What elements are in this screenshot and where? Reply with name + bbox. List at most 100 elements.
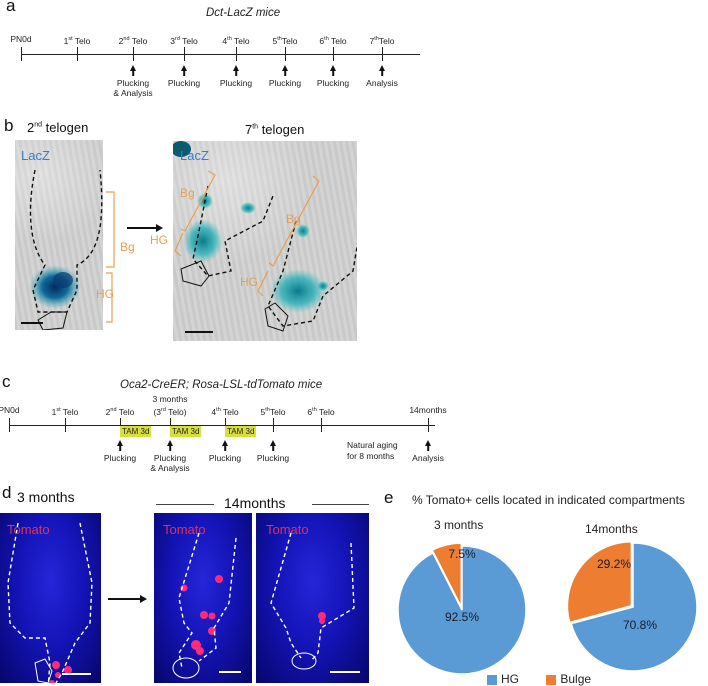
timeline-point-label: 4th Telo	[222, 35, 250, 46]
b-left-title: 2nd telogen	[27, 120, 89, 135]
arrow-stem	[284, 71, 286, 76]
timeline-action-label: Analysis	[366, 78, 398, 88]
tam-badge: TAM 3d	[225, 426, 257, 437]
timeline-action-label: Plucking& Analysis	[113, 78, 153, 98]
follicle-outline-3m	[7, 522, 93, 683]
timeline-tick	[236, 47, 238, 61]
legend-label-bulge: Bulge	[560, 672, 592, 686]
arrow-shaft	[127, 227, 160, 229]
timeline-point-label: 6th Telo	[307, 406, 335, 417]
panel-letter-d: d	[2, 483, 12, 502]
timeline-tick	[133, 47, 135, 61]
arrow-stem	[119, 446, 121, 451]
arrow-up-icon	[270, 440, 276, 446]
timeline-tick	[273, 418, 275, 432]
timeline-point-label: 3rd Telo	[170, 35, 198, 46]
arrow-shaft-d	[108, 598, 144, 600]
timeline-action-label: Plucking	[208, 453, 242, 463]
stain-label-tomato-3m: Tomato	[7, 522, 50, 537]
timeline-axis	[21, 54, 420, 56]
arrow-stem	[272, 446, 274, 451]
timeline-tick	[428, 418, 430, 432]
panel-c-title: Oca2-CreER; Rosa-LSL-tdTomato mice	[120, 379, 323, 391]
timeline-tick	[225, 418, 227, 432]
timeline-point-label: 5thTelo	[272, 35, 298, 46]
bracket-bg-hg-2nd	[106, 191, 115, 323]
legend-swatch-hg	[487, 674, 497, 685]
pie1-hg-label: 92.5%	[444, 610, 480, 624]
tam-badge: TAM 3d	[120, 426, 152, 437]
b-right-title: 7th telogen	[245, 122, 305, 137]
timeline-point-label: PN0d	[10, 34, 32, 44]
timeline-point-label: 1st Telo	[63, 35, 91, 46]
arrow-up-icon	[181, 65, 187, 71]
arrow-stem	[381, 71, 383, 76]
panel-a-title: Dct-LacZ mice	[206, 7, 281, 19]
timeline-point-label: 14months	[409, 405, 447, 415]
arrow-stem	[169, 446, 171, 451]
label-bg-7th-b: Bg	[286, 212, 301, 226]
pie2-bulge-label: 29.2%	[596, 557, 632, 571]
timeline-point-label: 6th Telo	[319, 35, 347, 46]
label-hg-7th-b: HG	[240, 275, 258, 289]
fluorescence-image-14months-a	[154, 513, 252, 683]
panel-e-title: % Tomato+ cells located in indicated com…	[412, 493, 685, 507]
arrow-stem	[183, 71, 185, 76]
timeline-action-label: Plucking	[316, 78, 350, 88]
arrow-stem	[132, 71, 134, 76]
panel-letter-c: c	[2, 372, 11, 391]
arrow-up-icon	[222, 440, 228, 446]
tam-badge: TAM 3d	[170, 426, 202, 437]
stain-label-tomato-14m-b: Tomato	[266, 522, 309, 537]
follicle-outline-14m-a	[172, 532, 241, 679]
pie-chart-3months	[397, 542, 527, 675]
fluorescence-image-14months-b	[256, 513, 369, 683]
fluorescence-image-3months	[0, 513, 101, 683]
timeline-point-label: 2nd Telo	[105, 406, 135, 417]
label-hg: HG	[96, 287, 114, 301]
pie1-bulge-label: 7.5%	[448, 547, 476, 561]
arrow-up-icon	[233, 65, 239, 71]
timeline-action-label: Plucking	[219, 78, 253, 88]
stain-label-lacz: LacZ	[21, 148, 50, 163]
aging-note: Natural aging for 8 months	[347, 440, 398, 461]
lacz-image-7th-telogen	[173, 141, 357, 341]
timeline-point-label: 2nd Telo	[118, 35, 148, 46]
timeline-tick	[170, 418, 172, 432]
timeline-action-label: Plucking	[256, 453, 290, 463]
d-right-title: 14months	[224, 495, 286, 511]
arrow-up-icon	[379, 65, 385, 71]
lacz-image-2nd-telogen	[15, 140, 103, 330]
legend: HG Bulge	[487, 672, 591, 686]
timeline-tick	[285, 47, 287, 61]
timeline-point-label: 1st Telo	[51, 406, 79, 417]
pie2-title: 14months	[585, 522, 638, 536]
arrow-up-icon	[117, 440, 123, 446]
timeline-point-label: 4th Telo	[211, 406, 239, 417]
arrow-up-icon	[130, 65, 136, 71]
timeline-action-label: Analysis	[412, 453, 444, 463]
timeline-action-label: Plucking	[268, 78, 302, 88]
stain-label-lacz-7th: LacZ	[180, 148, 209, 163]
timeline-action-label: Plucking& Analysis	[150, 453, 190, 473]
arrow-up-icon	[425, 440, 431, 446]
arrow-stem	[224, 446, 226, 451]
timeline-tick	[321, 418, 323, 432]
arrow-up-icon	[282, 65, 288, 71]
timeline-action-label: Plucking	[103, 453, 137, 463]
legend-label-hg: HG	[501, 672, 519, 686]
arrow-right-icon	[156, 224, 163, 232]
arrow-up-icon	[330, 65, 336, 71]
legend-swatch-bulge	[546, 674, 557, 685]
label-bg: Bg	[120, 240, 135, 254]
timeline-tick	[184, 47, 186, 61]
arrow-stem	[427, 446, 429, 451]
panel-letter-e: e	[384, 488, 394, 507]
title-rule-left	[156, 504, 214, 505]
panel-letter-a: a	[6, 0, 16, 15]
timeline-axis	[9, 425, 435, 427]
timeline-action-label: Plucking	[167, 78, 201, 88]
pie-chart-14months	[566, 541, 698, 672]
timeline-point-label: 7thTelo	[369, 35, 395, 46]
stain-label-tomato-14m-a: Tomato	[163, 522, 206, 537]
